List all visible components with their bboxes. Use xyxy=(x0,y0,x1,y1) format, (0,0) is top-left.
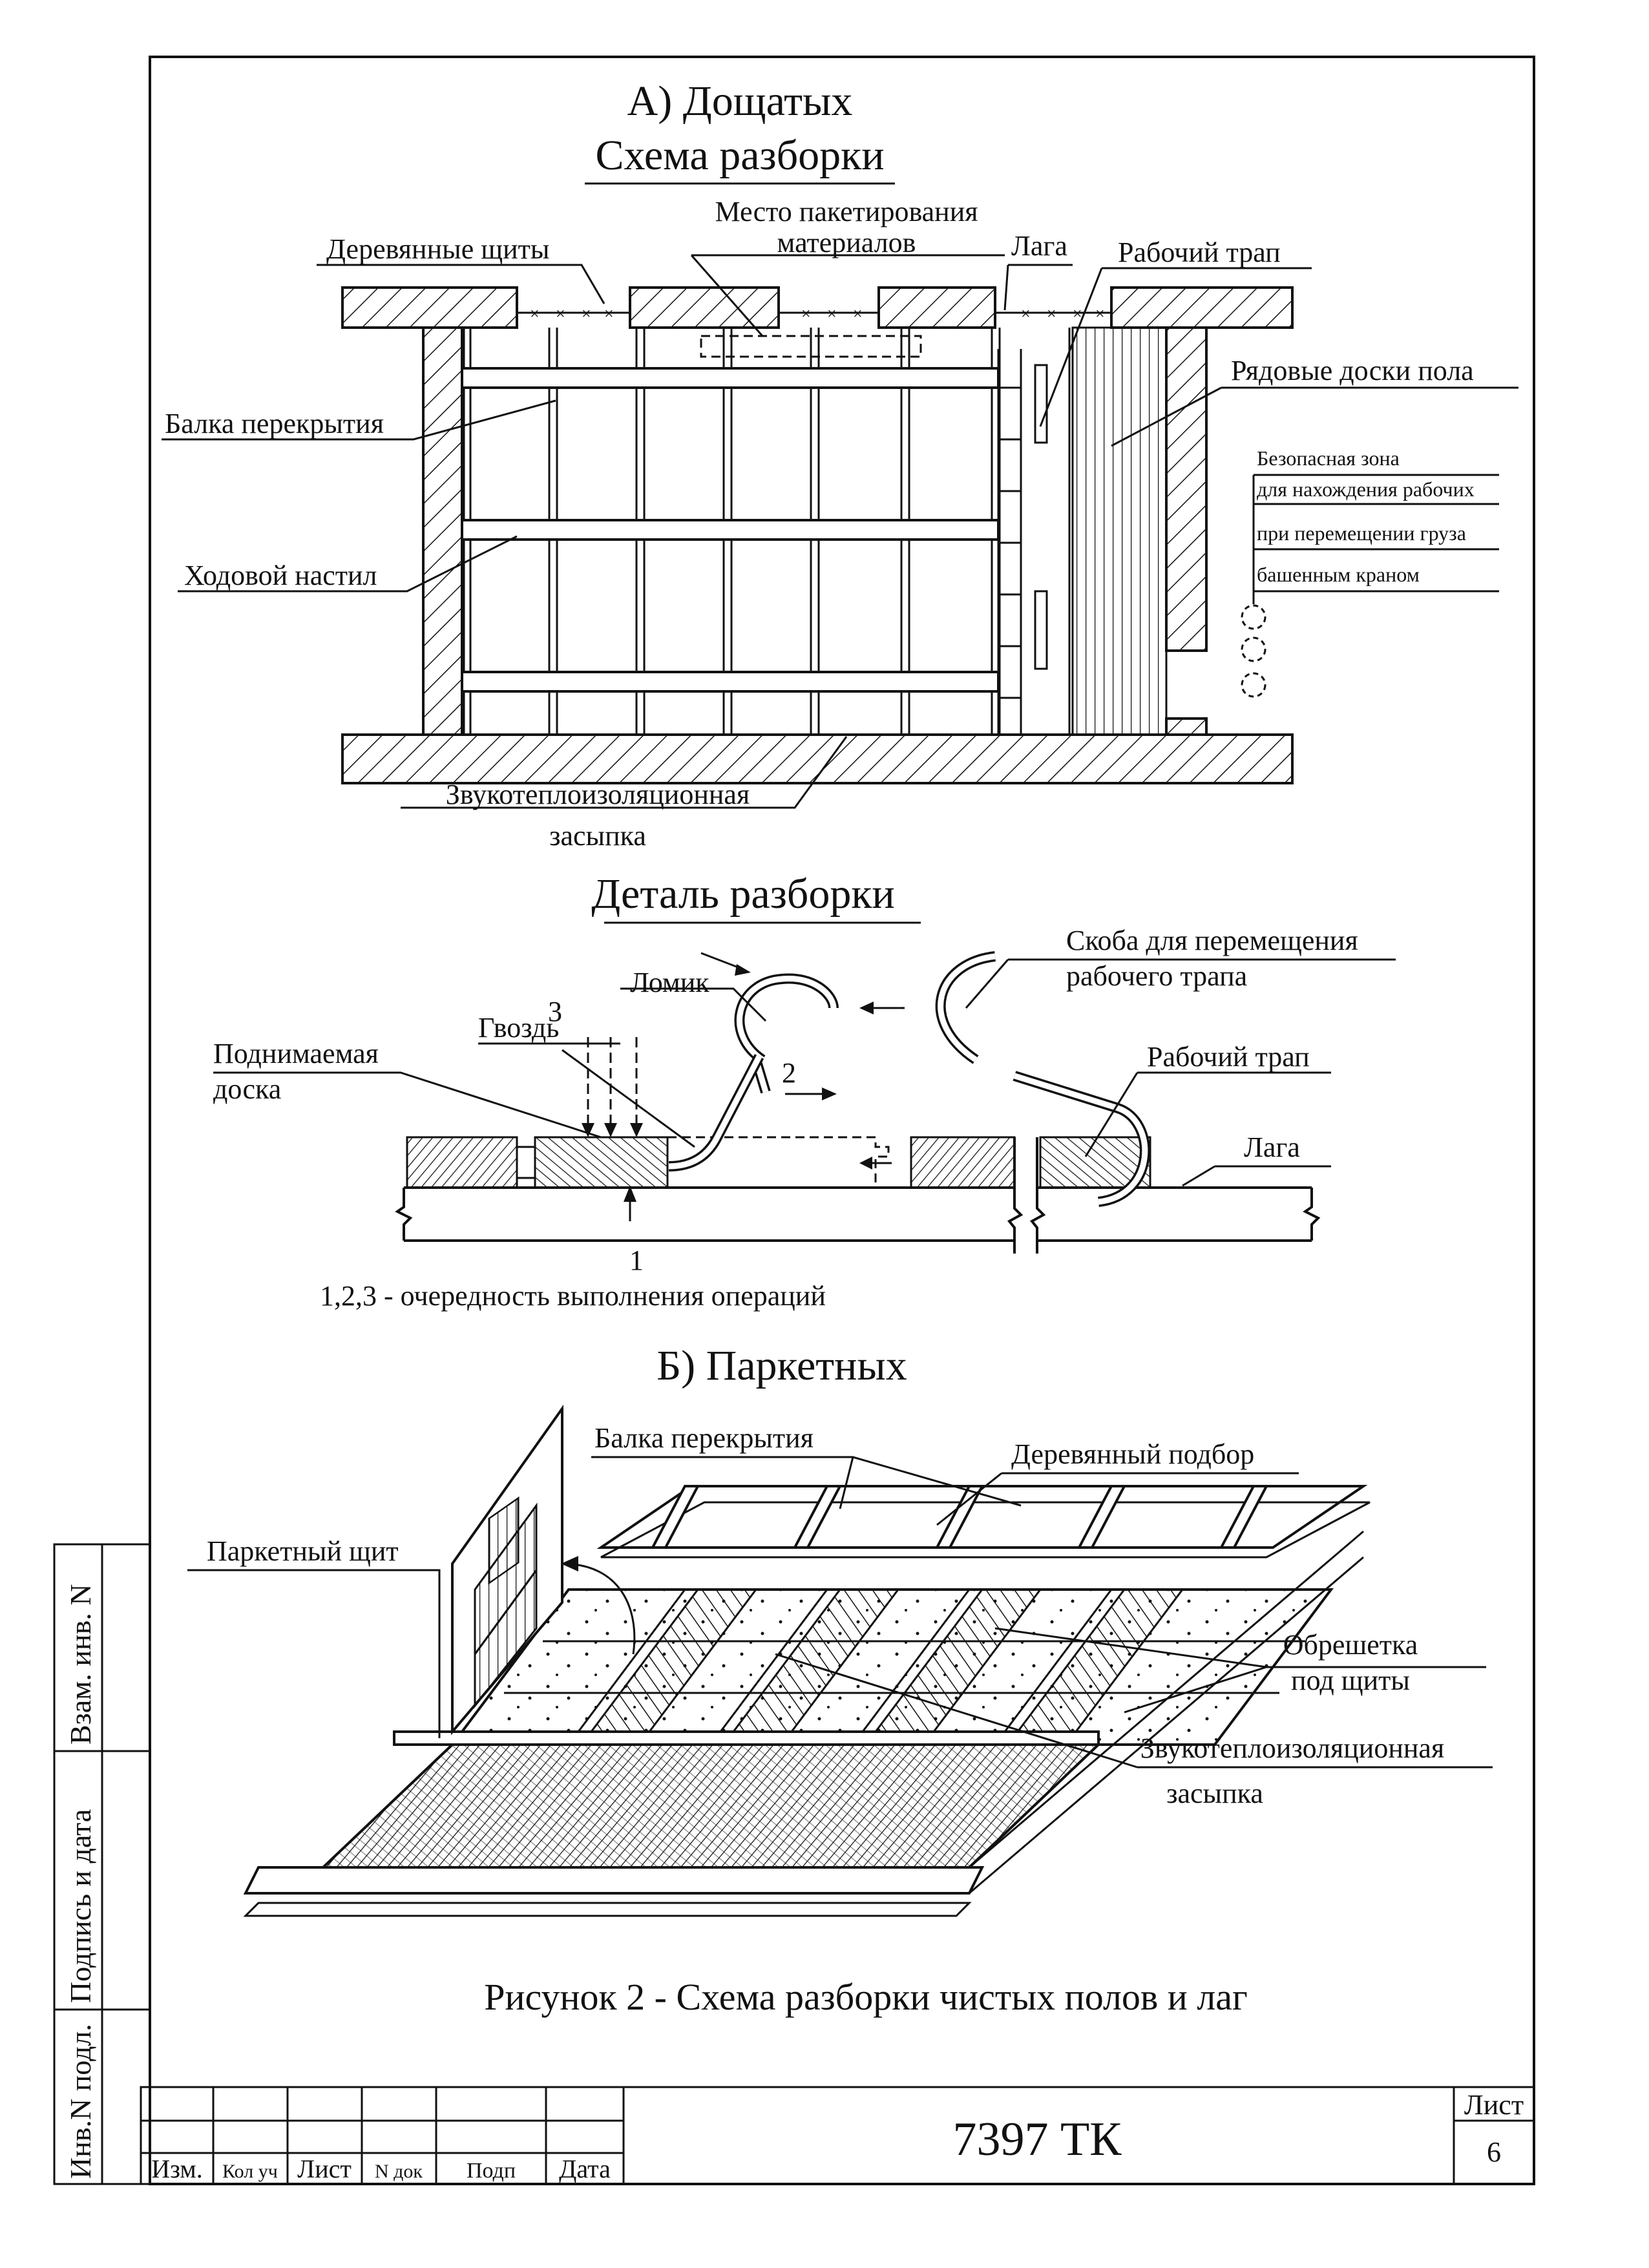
label-packing-place-1: Место пакетирования xyxy=(715,196,978,227)
svg-text:×: × xyxy=(1095,304,1105,323)
label-walkway: Ходовой настил xyxy=(184,560,377,591)
tb-header-ndoc: N док xyxy=(375,2161,423,2182)
section-a-title: А) Дощатых xyxy=(627,78,853,125)
tb-header-kol: Кол уч xyxy=(222,2161,278,2182)
sequence-note: 1,2,3 - очередность выполнения операций xyxy=(320,1280,826,1312)
label-bracket-1: Скоба для перемещения xyxy=(1066,925,1358,956)
label-b-fill-2: засыпка xyxy=(1166,1778,1263,1809)
label-wooden-shields: Деревянные щиты xyxy=(326,233,549,265)
detail-title: Деталь разборки xyxy=(591,870,895,918)
svg-text:×: × xyxy=(582,304,591,323)
tb-header-list: Лист xyxy=(297,2154,352,2183)
label-b-lathing-1: Обрешетка xyxy=(1283,1629,1418,1661)
label-fill-1: Звукотеплоизоляционная xyxy=(446,779,750,810)
parquet-leaders xyxy=(187,1456,1493,1769)
stamp-inv-swap: Взам. инв. N xyxy=(64,1584,97,1745)
tb-sheet-number: 6 xyxy=(1487,2136,1501,2168)
label-packing-place-2: материалов xyxy=(777,227,916,258)
svg-text:×: × xyxy=(827,304,837,323)
section-b-title: Б) Паркетных xyxy=(656,1342,907,1389)
side-stamp xyxy=(53,1543,151,2185)
svg-text:×: × xyxy=(853,304,863,323)
label-detail-lag: Лага xyxy=(1244,1131,1300,1163)
label-detail-work-ladder: Рабочий трап xyxy=(1147,1041,1310,1073)
tb-doc-code: 7397 ТК xyxy=(952,2113,1122,2166)
tb-header-podp: Подп xyxy=(467,2159,516,2183)
label-b-parquet-shield: Паркетный щит xyxy=(207,1535,399,1567)
tb-header-date: Дата xyxy=(559,2154,611,2183)
tb-sheet-label: Лист xyxy=(1464,2089,1524,2121)
stamp-sign-date: Подпись и дата xyxy=(64,1809,97,2003)
parquet-drawing xyxy=(243,1404,1371,1917)
shield-joint-marks: × × × × × × × × × × × xyxy=(530,304,1105,323)
label-bracket-2: рабочего трапа xyxy=(1066,960,1247,992)
svg-text:×: × xyxy=(1073,304,1082,323)
safe-zone-markers xyxy=(1241,604,1266,698)
label-row-boards: Рядовые доски пола xyxy=(1231,355,1474,386)
svg-text:×: × xyxy=(604,304,614,323)
detail-arrowheads xyxy=(582,964,874,1202)
label-lag: Лага xyxy=(1011,230,1067,262)
label-safe-zone-1: Безопасная зона xyxy=(1257,446,1400,470)
svg-text:×: × xyxy=(530,304,540,323)
label-raised-board-2: доска xyxy=(213,1073,281,1105)
scheme-leaders xyxy=(162,254,1518,809)
stamp-inv-orig: Инв.N подл. xyxy=(64,2024,97,2179)
label-crowbar: Ломик xyxy=(630,967,709,998)
label-step-3: 3 xyxy=(548,996,562,1027)
detail-leaders xyxy=(213,958,1396,1187)
label-b-lathing-2: под щиты xyxy=(1291,1664,1410,1696)
svg-text:×: × xyxy=(556,304,565,323)
detail-drawing xyxy=(395,951,1321,1254)
label-fill-2: засыпка xyxy=(549,820,646,852)
label-safe-zone-4: башенным краном xyxy=(1257,563,1420,586)
scheme-plan xyxy=(341,286,1294,784)
tb-header-izm: Изм. xyxy=(151,2154,202,2183)
label-work-ladder: Рабочий трап xyxy=(1118,236,1281,268)
title-block xyxy=(140,2086,1535,2185)
label-raised-board-1: Поднимаемая xyxy=(213,1038,379,1069)
label-step-1: 1 xyxy=(629,1244,644,1276)
svg-text:×: × xyxy=(1047,304,1056,323)
svg-text:×: × xyxy=(1021,304,1031,323)
label-beam: Балка перекрытия xyxy=(165,408,384,439)
label-b-fill-1: Звукотеплоизоляционная xyxy=(1140,1732,1444,1764)
label-step-2: 2 xyxy=(782,1057,796,1089)
label-nail: Гвоздь xyxy=(478,1012,559,1044)
label-b-beam: Балка перекрытия xyxy=(594,1422,814,1454)
label-b-wood-base: Деревянный подбор xyxy=(1011,1438,1254,1470)
label-safe-zone-3: при перемещении груза xyxy=(1257,521,1466,545)
svg-text:×: × xyxy=(801,304,811,323)
scheme-title: Схема разборки xyxy=(595,132,884,179)
parquet-arrowhead xyxy=(561,1556,578,1571)
figure-caption: Рисунок 2 - Схема разборки чистых полов … xyxy=(484,1976,1248,2018)
label-safe-zone-2: для нахождения рабочих xyxy=(1257,478,1475,501)
